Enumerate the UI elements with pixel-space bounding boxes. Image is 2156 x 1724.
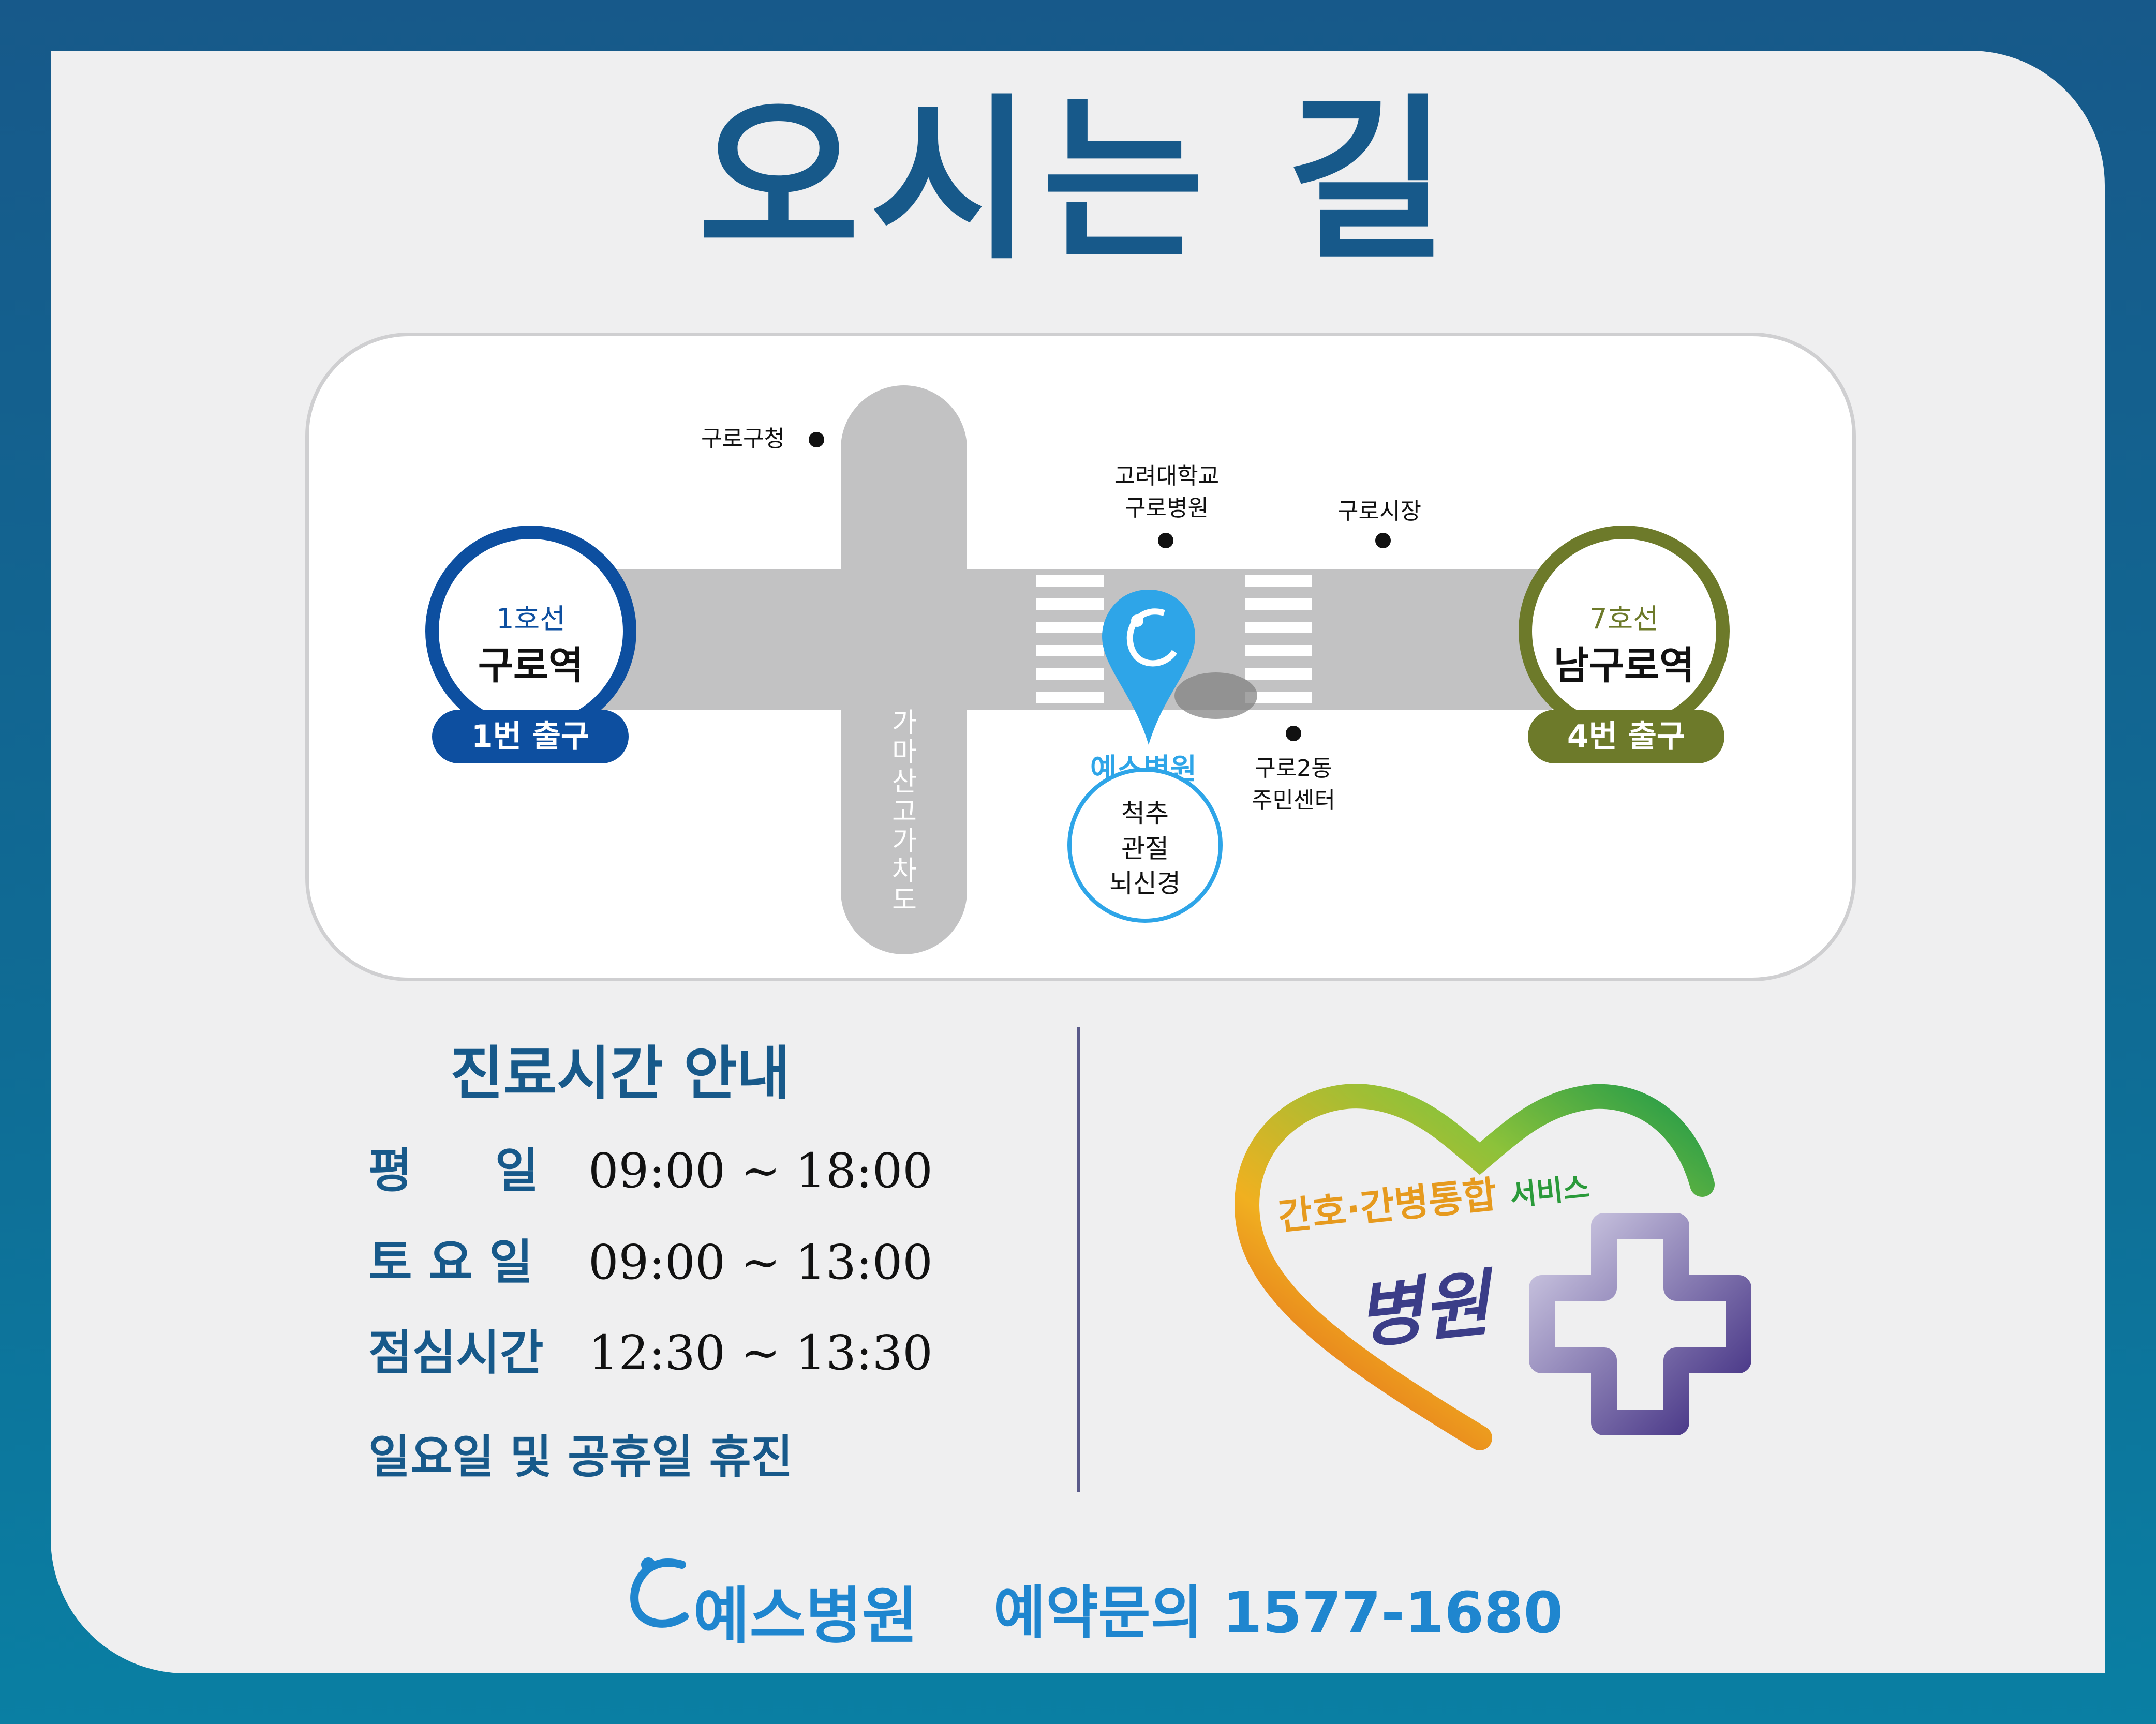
overpass-label: 가 마 산 고 가 차 도: [892, 708, 917, 917]
closed-notice: 일요일 및 공휴일 휴진: [368, 1430, 793, 1483]
station-line: 1호선: [496, 603, 566, 635]
hours-label: 토 요 일: [368, 1235, 533, 1290]
landmark-guro2dong: 구로2동 주민센터: [1252, 755, 1335, 814]
overpass-road: [841, 385, 967, 954]
footer-brand: 예스병원: [693, 1580, 918, 1652]
hours-value: 12:30 ~ 13:30: [588, 1325, 933, 1381]
landmark-dot: [1375, 533, 1391, 548]
hours-title: 진료시간 안내: [450, 1040, 791, 1107]
landmark-guro-office: 구로구청: [701, 426, 785, 452]
page-title: 오시는 길: [697, 79, 1459, 283]
landmark-dot: [1286, 726, 1301, 741]
badge-hospital-text: 병원: [1352, 1261, 1494, 1359]
landmark-dot: [1158, 533, 1173, 548]
specialty-list: 척추 관절 뇌신경: [1109, 799, 1181, 898]
main-road: [595, 569, 1552, 710]
specialty-circle: [1067, 768, 1223, 923]
landmark-korea-univ: 고려대학교 구로병원: [1114, 463, 1220, 521]
exit-badge-right: 4번 출구: [1528, 710, 1724, 763]
hospital-logo-icon: [630, 1557, 689, 1628]
station-guro: 1호선 구로역: [425, 526, 636, 737]
hours-value: 09:00 ~ 18:00: [588, 1143, 933, 1198]
exit-badge-left: 1번 출구: [432, 710, 629, 763]
station-line: 7호선: [1589, 603, 1659, 635]
heart-cross-logo-icon: [1234, 1084, 1751, 1450]
station-name: 구로역: [478, 643, 584, 688]
hours-label: 점심시간: [368, 1325, 544, 1381]
footer-phone: 예약문의 1577-1680: [993, 1580, 1564, 1646]
landmark-dot: [809, 432, 824, 447]
hours-label: 평 일: [368, 1143, 539, 1198]
section-divider: [1077, 1027, 1080, 1492]
location-pin-icon: [1102, 590, 1257, 745]
station-name: 남구로역: [1553, 643, 1695, 688]
station-namguro: 7호선 남구로역: [1519, 526, 1730, 737]
hours-value: 09:00 ~ 13:00: [588, 1235, 933, 1290]
landmark-guro-market: 구로시장: [1337, 498, 1421, 524]
